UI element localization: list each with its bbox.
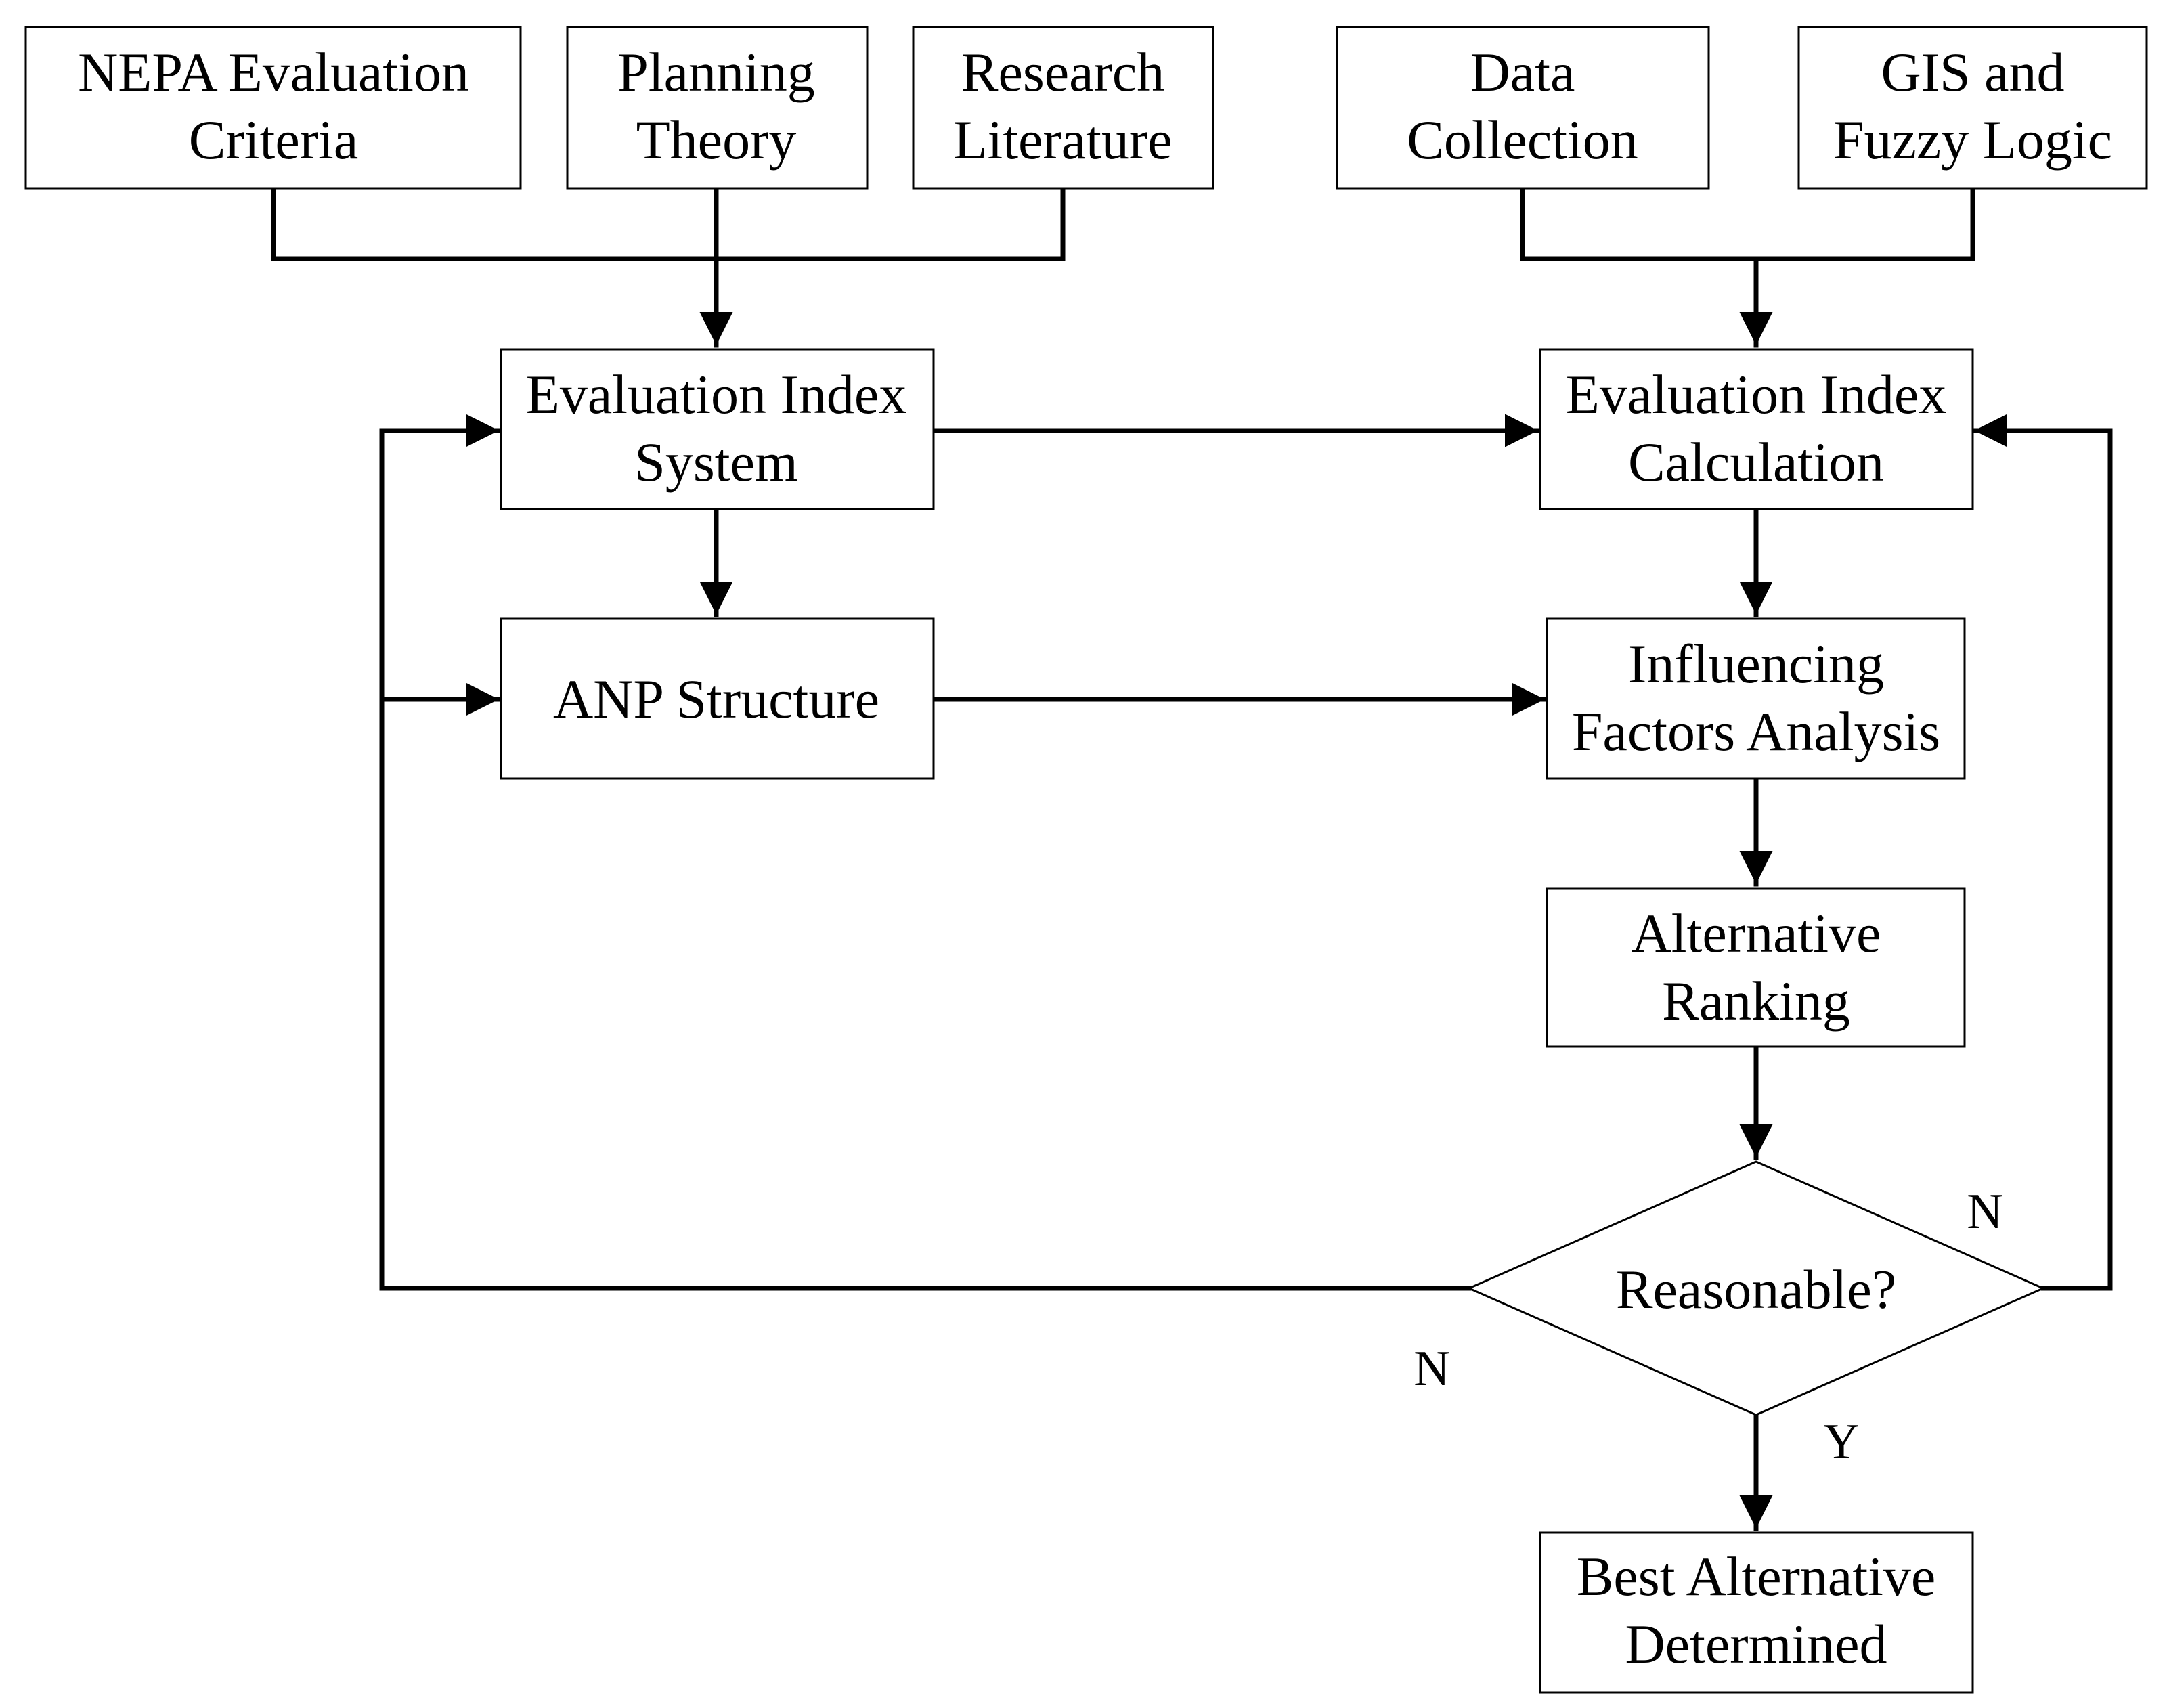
node-nepa-criteria-line1: NEPA Evaluation — [78, 41, 469, 103]
node-eval-index-calculation-line2: Calculation — [1628, 431, 1884, 493]
node-influencing-factors-line1: Influencing — [1628, 633, 1884, 695]
node-eval-index-calculation: Evaluation Index Calculation — [1539, 348, 1974, 510]
node-eval-index-system-line1: Evaluation Index — [526, 364, 906, 425]
edge-label-no-right: N — [1967, 1184, 2002, 1240]
node-influencing-factors: Influencing Factors Analysis — [1546, 617, 1966, 780]
node-alternative-ranking-line2: Ranking — [1662, 970, 1850, 1032]
node-research-literature-line1: Research — [961, 41, 1165, 103]
node-anp-structure: ANP Structure — [500, 617, 935, 780]
node-eval-index-calculation-line1: Evaluation Index — [1566, 364, 1946, 425]
node-anp-structure-line1: ANP Structure — [553, 668, 879, 730]
node-research-literature: Research Literature — [912, 26, 1214, 190]
node-research-literature-line2: Literature — [953, 109, 1172, 171]
node-gis-fuzzy-logic: GIS and Fuzzy Logic — [1797, 26, 2148, 190]
node-best-alternative-line2: Determined — [1625, 1613, 1887, 1675]
node-nepa-criteria-line2: Criteria — [189, 109, 358, 171]
node-planning-theory-line1: Planning — [617, 41, 815, 103]
node-data-collection-line2: Collection — [1407, 109, 1638, 171]
feedback-loop-right — [1971, 414, 2113, 1291]
node-eval-index-system-line2: System — [634, 431, 797, 493]
node-nepa-criteria: NEPA Evaluation Criteria — [24, 26, 522, 190]
edge-label-no-left: N — [1414, 1341, 1449, 1397]
node-influencing-factors-line2: Factors Analysis — [1572, 701, 1940, 762]
node-eval-index-system: Evaluation Index System — [500, 348, 935, 510]
node-decision-reasonable: Reasonable? — [1466, 1160, 2046, 1416]
node-best-alternative-line1: Best Alternative — [1577, 1546, 1936, 1607]
node-best-alternative: Best Alternative Determined — [1539, 1531, 1974, 1694]
node-alternative-ranking: Alternative Ranking — [1546, 887, 1966, 1048]
node-decision-reasonable-label: Reasonable? — [1616, 1258, 1896, 1320]
connector-sources-to-eval-system — [271, 185, 1066, 348]
node-planning-theory-line2: Theory — [636, 109, 797, 171]
connector-data-gis-to-eval-calc — [1520, 185, 1975, 348]
node-alternative-ranking-line1: Alternative — [1632, 902, 1881, 964]
feedback-loop-left — [379, 414, 1472, 1291]
node-data-collection: Data Collection — [1336, 26, 1710, 190]
node-data-collection-line1: Data — [1470, 41, 1575, 103]
node-planning-theory: Planning Theory — [566, 26, 869, 190]
node-gis-fuzzy-logic-line2: Fuzzy Logic — [1833, 109, 2112, 171]
node-gis-fuzzy-logic-line1: GIS and — [1881, 41, 2064, 103]
edge-label-yes: Y — [1823, 1414, 1859, 1470]
